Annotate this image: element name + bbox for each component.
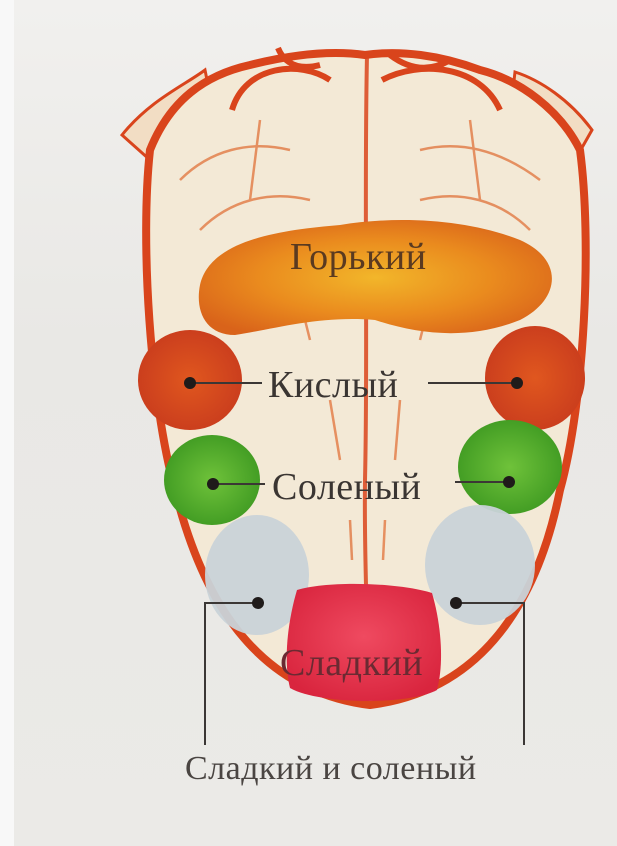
- label-bitter: Горький: [290, 238, 427, 276]
- dot-salty-right: [503, 476, 515, 488]
- label-sweet-and-salty: Сладкий и соленый: [185, 752, 477, 786]
- label-sweet: Сладкий: [280, 644, 423, 682]
- label-salty: Соленый: [272, 468, 421, 506]
- dot-sour-left: [184, 377, 196, 389]
- dot-sweet-salty-right: [450, 597, 462, 609]
- dot-sweet-salty-left: [252, 597, 264, 609]
- sweet-salty-zone-right: [425, 505, 535, 625]
- label-sour: Кислый: [268, 366, 398, 404]
- dot-sour-right: [511, 377, 523, 389]
- tongue-midline: [365, 55, 367, 650]
- salty-zone-right: [458, 420, 562, 514]
- sour-zone-right: [485, 326, 585, 430]
- dot-salty-left: [207, 478, 219, 490]
